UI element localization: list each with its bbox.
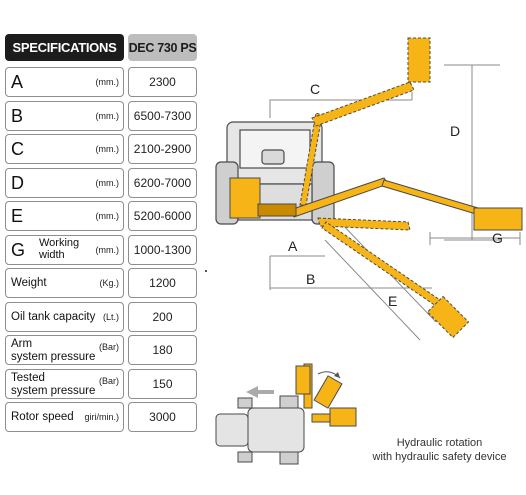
spec-row-weight: Weight (Kg.) 1200 (5, 268, 197, 298)
spec-value: 5200-6000 (128, 201, 197, 231)
spec-unit: (mm.) (95, 245, 120, 255)
spec-letter: D (11, 173, 24, 193)
spec-label: Weight (11, 277, 47, 289)
mower-arm-horizontal (229, 177, 523, 231)
caption-line-2: with hydraulic safety device (372, 451, 507, 463)
spec-unit: (mm.) (95, 77, 120, 87)
caption-line-1: Hydraulic rotation (396, 437, 483, 449)
spec-letter: G (11, 240, 26, 260)
spec-label-cell: Oil tank capacity (Lt.) (5, 302, 124, 332)
spec-row-b: B (mm.) 6500-7300 (5, 101, 197, 131)
spec-label-cell: D (mm.) (5, 168, 124, 198)
spec-value: 6500-7300 (128, 101, 197, 131)
spec-label-line2: system pressure (11, 384, 96, 397)
spec-letter: C (11, 139, 24, 159)
spec-value: 2100-2900 (128, 134, 197, 164)
spec-value: 150 (128, 369, 197, 399)
spec-letter: E (11, 206, 24, 226)
spec-letter: A (11, 72, 24, 92)
spec-sub1: Working (39, 237, 80, 249)
spec-row-e: E (mm.) 5200-6000 (5, 201, 197, 231)
spec-unit: (Lt.) (102, 312, 119, 322)
model-header: DEC 730 PS (128, 34, 197, 61)
label-b: B (306, 271, 315, 287)
spec-unit: (mm.) (95, 144, 120, 154)
spec-label-line1: Tested (11, 372, 45, 384)
spec-label-cell: Rotor speed giri/min.) (5, 402, 124, 432)
spec-label-cell: B (mm.) (5, 101, 124, 131)
specifications-header: SPECIFICATIONS (5, 34, 124, 61)
rotation-positions (295, 363, 357, 427)
spec-unit: (Kg.) (99, 278, 119, 288)
spec-sub2: width (39, 249, 65, 261)
mower-arm-raised (299, 37, 431, 206)
separator-mark (205, 270, 207, 272)
direction-arrow-icon (246, 386, 274, 398)
spec-unit: (mm.) (95, 178, 120, 188)
spec-unit: (mm.) (95, 111, 120, 121)
spec-label-line1: Arm (11, 338, 33, 350)
spec-label: Rotor speed (11, 411, 74, 423)
spec-letter: B (11, 106, 24, 126)
spec-label-cell: E (mm.) (5, 201, 124, 231)
label-c: C (310, 81, 320, 97)
label-g: G (492, 230, 503, 246)
mower-arm-lowered (317, 217, 470, 339)
spec-row-oil-tank: Oil tank capacity (Lt.) 200 (5, 302, 197, 332)
rotation-arrowhead-icon (334, 372, 340, 378)
label-e: E (388, 293, 397, 309)
spec-row-c: C (mm.) 2100-2900 (5, 134, 197, 164)
spec-value: 2300 (128, 67, 197, 97)
spec-label-cell: Weight (Kg.) (5, 268, 124, 298)
spec-unit: (mm.) (95, 211, 120, 221)
spec-value: 1000-1300 (128, 235, 197, 265)
spec-row-rotor-speed: Rotor speed giri/min.) 3000 (5, 402, 197, 432)
spec-unit: (Bar) (99, 376, 119, 386)
label-d: D (450, 123, 460, 139)
label-a: A (288, 238, 298, 254)
spec-label-line2: system pressure (11, 350, 96, 363)
dimension-labels: C D A B E G (288, 81, 503, 309)
spec-unit: (Bar) (99, 342, 119, 352)
spec-label-cell: A (mm.) (5, 67, 124, 97)
spec-value: 200 (128, 302, 197, 332)
spec-value: 6200-7000 (128, 168, 197, 198)
spec-label-cell: C (mm.) (5, 134, 124, 164)
spec-label: Oil tank capacity (11, 311, 96, 323)
spec-value: 3000 (128, 402, 197, 432)
spec-row-d: D (mm.) 6200-7000 (5, 168, 197, 198)
tractor-front-icon (215, 121, 335, 225)
tractor-top-icon (215, 395, 305, 465)
spec-value: 1200 (128, 268, 197, 298)
spec-unit: giri/min.) (84, 412, 119, 422)
spec-value: 180 (128, 335, 197, 365)
spec-row-a: A (mm.) 2300 (5, 67, 197, 97)
